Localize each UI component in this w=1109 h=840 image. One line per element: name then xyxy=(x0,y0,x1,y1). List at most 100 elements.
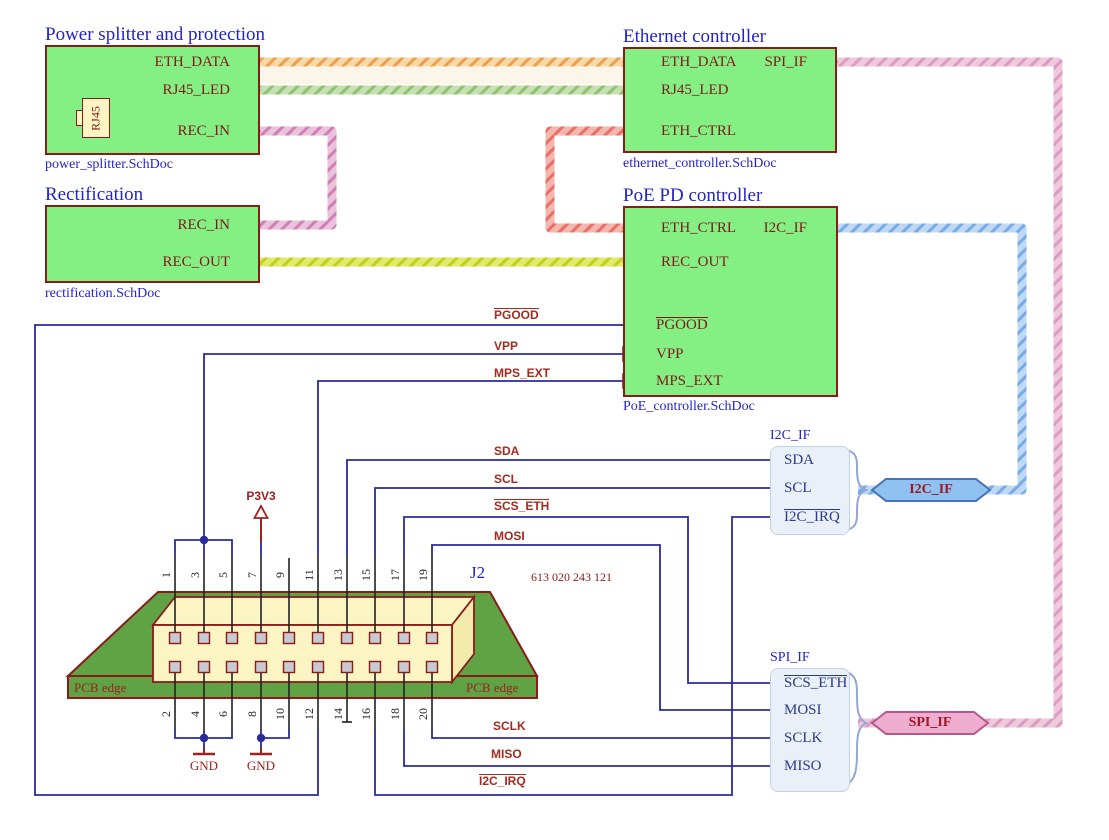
wire-tie-pins-8-10[interactable] xyxy=(261,730,290,739)
pin-number-1: 1 xyxy=(159,572,173,578)
pin-number-6: 6 xyxy=(216,711,230,717)
port-poe-pgood[interactable]: PGOOD xyxy=(656,317,708,333)
wire-scl[interactable] xyxy=(374,487,774,556)
pin-number-18: 18 xyxy=(388,708,402,720)
i2c-harness-connector[interactable] xyxy=(770,446,850,535)
port-eth-spi-if[interactable]: SPI_IF xyxy=(764,54,807,70)
net-label-miso[interactable]: MISO xyxy=(491,747,522,761)
port-eth-eth-ctrl[interactable]: ETH_CTRL xyxy=(661,123,736,139)
pin-number-11: 11 xyxy=(302,569,316,581)
power-splitter-file: power_splitter.SchDoc xyxy=(45,157,173,172)
i2c-entry-sda[interactable]: SDA xyxy=(784,452,815,468)
spi-harness-brace xyxy=(845,671,869,785)
spi-harness-title: SPI_IF xyxy=(770,650,810,665)
i2c-if-hex-label-shape[interactable] xyxy=(870,478,992,502)
spi-harness-connector[interactable] xyxy=(770,668,850,792)
port-poe-vpp[interactable]: VPP xyxy=(656,346,684,362)
net-label-sclk[interactable]: SCLK xyxy=(493,719,526,733)
i2c-if-hex-label[interactable]: I2C_IF xyxy=(909,482,953,497)
pin-number-2: 2 xyxy=(159,711,173,717)
bus-glow-band xyxy=(260,67,623,84)
pin-number-5: 5 xyxy=(216,572,230,578)
i2c-entry-scl[interactable]: SCL xyxy=(784,480,812,496)
net-label-mosi[interactable]: MOSI xyxy=(494,529,525,543)
pcb-edge-label-left: PCB edge xyxy=(74,680,127,695)
harness-wire-i2c-if[interactable] xyxy=(837,223,1027,495)
spi-entry-miso[interactable]: MISO xyxy=(784,758,822,774)
harness-wire-rec-in[interactable] xyxy=(257,126,337,230)
wire-mosi[interactable] xyxy=(431,544,774,711)
connector-part-number: 613 020 243 121 xyxy=(531,570,612,584)
port-eth-rj45-led[interactable]: RJ45_LED xyxy=(661,82,729,98)
pin-number-9: 9 xyxy=(273,572,287,578)
p3v3-symbol[interactable] xyxy=(252,504,270,542)
wire-miso[interactable] xyxy=(403,730,774,767)
sheet-symbol-poe-controller[interactable] xyxy=(623,206,838,397)
spi-entry-scs-eth[interactable]: SCS_ETH xyxy=(784,675,848,691)
port-rect-rec-out[interactable]: REC_OUT xyxy=(162,254,231,270)
pin-number-4: 4 xyxy=(188,711,202,717)
port-rect-rec-in[interactable]: REC_IN xyxy=(177,217,231,233)
net-label-sda[interactable]: SDA xyxy=(494,444,520,458)
net-label-scs-eth[interactable]: SCS_ETH xyxy=(494,499,550,513)
gnd-label-right[interactable]: GND xyxy=(246,758,276,773)
gnd-symbol-right[interactable] xyxy=(250,748,272,756)
wire-pgood[interactable] xyxy=(34,324,623,796)
i2c-harness-title: I2C_IF xyxy=(770,428,811,443)
port-splitter-rj45-led[interactable]: RJ45_LED xyxy=(162,82,231,98)
i2c-entry-i2c-irq[interactable]: I2C_IRQ xyxy=(784,509,840,525)
ethernet-controller-title: Ethernet controller xyxy=(623,26,766,47)
pin-number-7: 7 xyxy=(245,572,259,578)
net-label-vpp[interactable]: VPP xyxy=(494,339,519,353)
wire-vpp[interactable] xyxy=(203,353,623,556)
wire-i2c-irq[interactable] xyxy=(374,516,774,796)
port-poe-eth-ctrl[interactable]: ETH_CTRL xyxy=(661,220,736,236)
pin-number-13: 13 xyxy=(331,569,345,581)
sheet-symbol-rectification[interactable] xyxy=(45,205,260,283)
spi-entry-mosi[interactable]: MOSI xyxy=(784,702,822,718)
connector-pads xyxy=(168,631,439,674)
net-label-i2c-irq[interactable]: I2C_IRQ xyxy=(479,774,526,788)
pin-number-20: 20 xyxy=(416,708,430,720)
port-splitter-rec-in[interactable]: REC_IN xyxy=(177,123,231,139)
power-splitter-title: Power splitter and protection xyxy=(45,24,266,45)
rectification-file: rectification.SchDoc xyxy=(45,286,161,301)
rj45-part-label: RJ45 xyxy=(88,106,103,131)
spi-if-hex-label[interactable]: SPI_IF xyxy=(908,715,952,730)
sheet-symbol-ethernet-controller[interactable] xyxy=(623,47,837,153)
pin-number-3: 3 xyxy=(188,572,202,578)
rectification-title: Rectification xyxy=(45,184,144,205)
pin-number-14: 14 xyxy=(331,708,345,720)
sheet-symbol-power-splitter[interactable] xyxy=(45,45,260,155)
port-splitter-eth-data[interactable]: ETH_DATA xyxy=(154,54,230,70)
net-label-mps-ext[interactable]: MPS_EXT xyxy=(494,366,551,380)
pin-number-19: 19 xyxy=(416,569,430,581)
rj45-part[interactable] xyxy=(82,98,110,138)
harness-wire-eth-ctrl[interactable] xyxy=(545,126,624,233)
port-eth-eth-data[interactable]: ETH_DATA xyxy=(661,54,737,70)
pin-number-12: 12 xyxy=(302,708,316,720)
port-poe-i2c-if[interactable]: I2C_IF xyxy=(763,220,807,236)
pin-number-10: 10 xyxy=(273,708,287,720)
port-poe-rec-out[interactable]: REC_OUT xyxy=(661,254,729,270)
i2c-harness-brace xyxy=(845,449,869,531)
wire-sda[interactable] xyxy=(346,459,774,556)
pin-number-8: 8 xyxy=(245,711,259,717)
spi-if-hex-label-shape[interactable] xyxy=(870,711,990,735)
wire-sclk[interactable] xyxy=(431,730,774,739)
connector-top-face[interactable] xyxy=(151,596,476,626)
spi-entry-sclk[interactable]: SCLK xyxy=(784,730,823,746)
connector-designator[interactable]: J2 xyxy=(470,563,486,582)
wire-mps-ext[interactable] xyxy=(317,380,623,556)
poe-controller-title: PoE PD controller xyxy=(623,185,763,206)
net-label-pgood[interactable]: PGOOD xyxy=(494,308,539,322)
port-poe-mps-ext[interactable]: MPS_EXT xyxy=(656,373,723,389)
p3v3-label[interactable]: P3V3 xyxy=(246,489,276,503)
pin-number-15: 15 xyxy=(359,569,373,581)
gnd-label-left[interactable]: GND xyxy=(189,758,219,773)
pin-number-17: 17 xyxy=(388,569,402,581)
gnd-symbol-left[interactable] xyxy=(193,748,215,756)
net-label-scl[interactable]: SCL xyxy=(494,472,518,486)
wire-scs-eth[interactable] xyxy=(403,516,774,684)
